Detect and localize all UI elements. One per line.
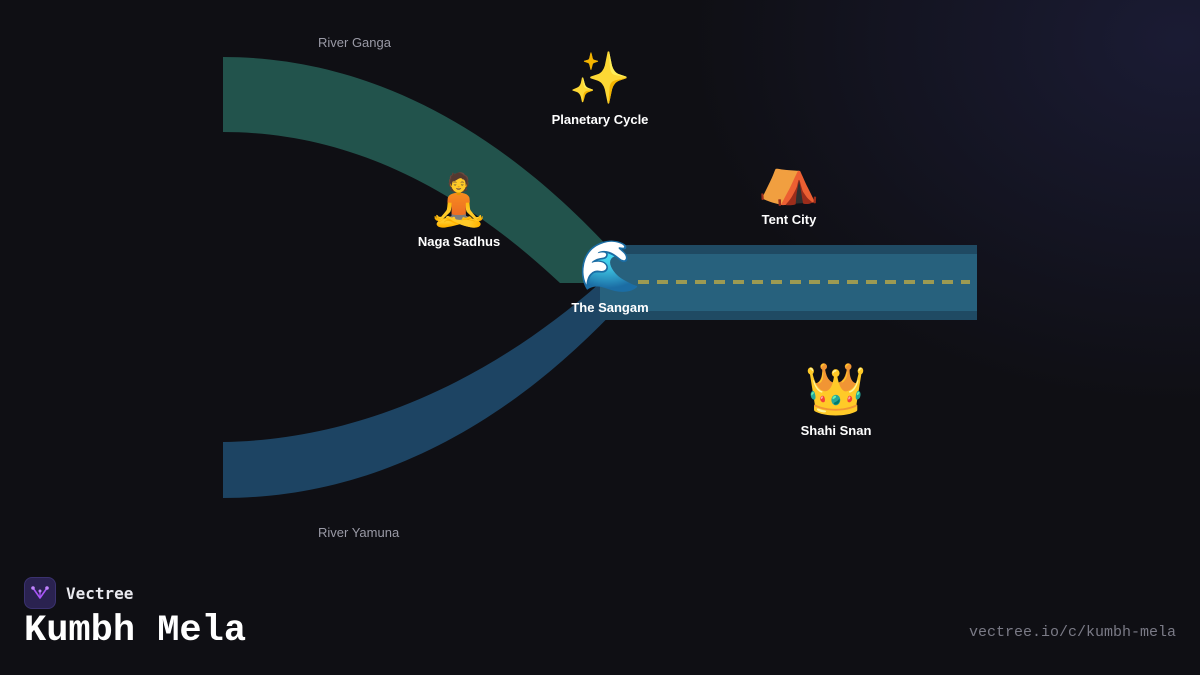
page-url-link[interactable]: vectree.io/c/kumbh-mela — [968, 624, 1176, 641]
node-tent-city[interactable]: ⛺ Tent City — [758, 150, 820, 227]
river-ganga-band — [223, 57, 640, 283]
node-the-sangam[interactable]: 🌊 The Sangam — [571, 238, 648, 315]
node-label: The Sangam — [571, 300, 649, 315]
page-title: Kumbh Mela — [24, 610, 247, 652]
meditating-person-icon: 🧘 — [427, 171, 491, 229]
crown-icon: 👑 — [804, 360, 868, 418]
node-shahi-snan[interactable]: 👑 Shahi Snan — [801, 361, 872, 438]
confluence-river-top-edge — [600, 245, 977, 254]
node-planetary-cycle[interactable]: ✨ Planetary Cycle — [552, 50, 649, 127]
river-yamuna-label: River Yamuna — [318, 525, 400, 540]
node-naga-sadhus[interactable]: 🧘 Naga Sadhus — [418, 172, 500, 249]
tent-icon: ⛺ — [757, 149, 821, 207]
node-label: Naga Sadhus — [417, 234, 501, 249]
vectree-logo-icon — [24, 577, 56, 609]
wave-icon: 🌊 — [578, 237, 642, 295]
confluence-river — [600, 245, 977, 320]
river-ganga-label: River Ganga — [318, 35, 391, 50]
river-yamuna-band — [223, 283, 640, 498]
node-label: Tent City — [761, 212, 817, 227]
confluence-river-bottom-edge — [600, 311, 977, 320]
node-label: Shahi Snan — [800, 423, 872, 438]
brand: Vectree — [24, 577, 133, 609]
node-label: Planetary Cycle — [551, 112, 649, 127]
sparkles-icon: ✨ — [568, 49, 632, 107]
brand-name: Vectree — [66, 583, 134, 603]
